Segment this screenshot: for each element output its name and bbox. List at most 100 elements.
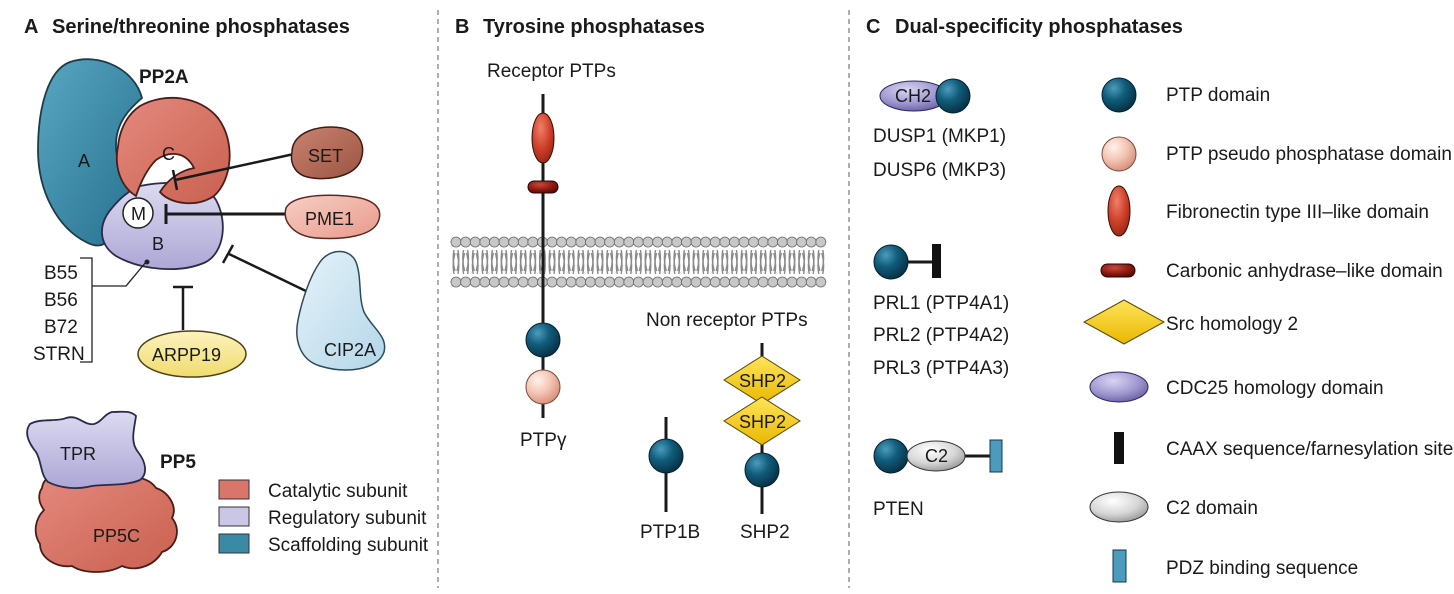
lipid-head (633, 236, 644, 248)
lipid-head (488, 236, 500, 248)
carbonic-anhydrase-icon (1100, 263, 1136, 278)
lipid-head (681, 236, 692, 248)
lipid-head (450, 276, 462, 288)
lipid-head (738, 236, 750, 248)
ptp1b-ptp-domain (648, 438, 684, 474)
b-isoform-dot (144, 259, 150, 265)
lipid-head (661, 236, 673, 248)
pme1-label: PME1 (305, 209, 354, 229)
panel-c-title: Dual-specificity phosphatases (895, 16, 1183, 38)
lipid-tail (702, 252, 710, 275)
set-label: SET (308, 146, 343, 166)
legend-scaffolding-swatch (218, 533, 250, 554)
lipid-head (613, 276, 625, 288)
lipid-head (613, 236, 625, 248)
lipid-head (469, 276, 481, 288)
lipid-head (786, 276, 798, 288)
lipid-tail (769, 252, 777, 275)
lipid-tail (798, 252, 806, 275)
ch2-label: CH2 (895, 86, 931, 106)
lipid-head (709, 236, 721, 248)
panel-b-letter: B (455, 16, 469, 38)
lipid-head (777, 276, 788, 288)
key-c2-label: C2 domain (1166, 498, 1258, 519)
set-inhibition-line (174, 152, 295, 182)
lipid-head (767, 236, 779, 248)
lipid-head (460, 276, 472, 288)
lipid-head (479, 276, 491, 288)
key-carbonic-anhydrase-label: Carbonic anhydrase–like domain (1166, 261, 1443, 282)
pten-ptp-domain (873, 438, 909, 474)
lipid-tail (606, 252, 614, 275)
lipid-tail (519, 252, 527, 275)
lipid-head (661, 276, 673, 288)
lipid-tail (529, 252, 537, 275)
receptor-carbonic-anhydrase-domain (527, 180, 559, 194)
lipid-tail (759, 252, 767, 275)
lipid-head (642, 276, 654, 288)
lipid-tail (625, 252, 633, 275)
lipid-head (585, 236, 596, 248)
pdz-icon (1112, 549, 1127, 583)
dusp6-label: DUSP6 (MKP3) (873, 160, 1006, 181)
cip2a-protein (296, 250, 386, 371)
lipid-head (796, 276, 807, 288)
pp2a-c-subunit (115, 96, 231, 205)
lipid-head (508, 236, 519, 248)
lipid-head (671, 276, 683, 288)
lipid-head (748, 276, 759, 288)
lipid-tail (471, 252, 479, 275)
pten-pdz-binding (989, 439, 1003, 473)
cell-membrane (450, 236, 827, 288)
b-isoform-connector (92, 261, 147, 287)
lipid-tail (644, 252, 652, 275)
lipid-head (700, 276, 711, 288)
lipid-head (652, 276, 663, 288)
lipid-head (690, 236, 702, 248)
pme1-protein (284, 194, 381, 240)
lipid-head (565, 276, 577, 288)
shp2-label: SHP2 (740, 522, 790, 543)
lipid-tail (567, 252, 575, 275)
lipid-head (604, 236, 615, 248)
lipid-head (508, 276, 519, 288)
legend-scaffolding-label: Scaffolding subunit (268, 535, 429, 556)
lipid-tail (510, 252, 518, 275)
pp5c-domain (34, 471, 178, 573)
ptp-gamma-label: PTPγ (520, 430, 567, 451)
lipid-head (729, 236, 740, 248)
lipid-tail (462, 252, 470, 275)
lipid-head (757, 236, 769, 248)
panel-a-title: Serine/threonine phosphatases (52, 16, 350, 38)
panel-a: A Serine/threonine phosphatases PP2A A B… (24, 16, 429, 573)
lipid-head (671, 236, 683, 248)
panel-a-letter: A (24, 16, 38, 38)
lipid-head (652, 236, 663, 248)
b-isoform-b56: B56 (44, 290, 78, 311)
key-cdc25-label: CDC25 homology domain (1166, 378, 1384, 399)
tpr-label: TPR (60, 444, 96, 464)
arpp19-protein (137, 330, 247, 378)
lipid-head (623, 236, 635, 248)
receptor-fibronectin-domain (531, 112, 555, 164)
lipid-head (805, 276, 817, 288)
pp5c-label: PP5C (93, 526, 140, 546)
legend-catalytic-swatch (218, 479, 250, 500)
lipid-tail (663, 252, 671, 275)
lipid-tail (634, 252, 642, 275)
lipid-tail (577, 252, 585, 275)
lipid-tail (807, 252, 815, 275)
lipid-head (777, 236, 788, 248)
cip2a-label: CIP2A (324, 340, 376, 360)
sh2-icon (1082, 299, 1166, 345)
c2-icon (1089, 491, 1149, 523)
lipid-tail (500, 252, 508, 275)
dusp-ptp-domain (935, 78, 971, 114)
lipid-head (575, 236, 587, 248)
shp2-sh2-domain-2 (723, 396, 801, 446)
ptp-domain-icon (1101, 77, 1137, 113)
b-isoform-b72: B72 (44, 317, 78, 338)
pp2a-m-methylation (122, 197, 154, 229)
arpp19-label: ARPP19 (152, 345, 221, 365)
